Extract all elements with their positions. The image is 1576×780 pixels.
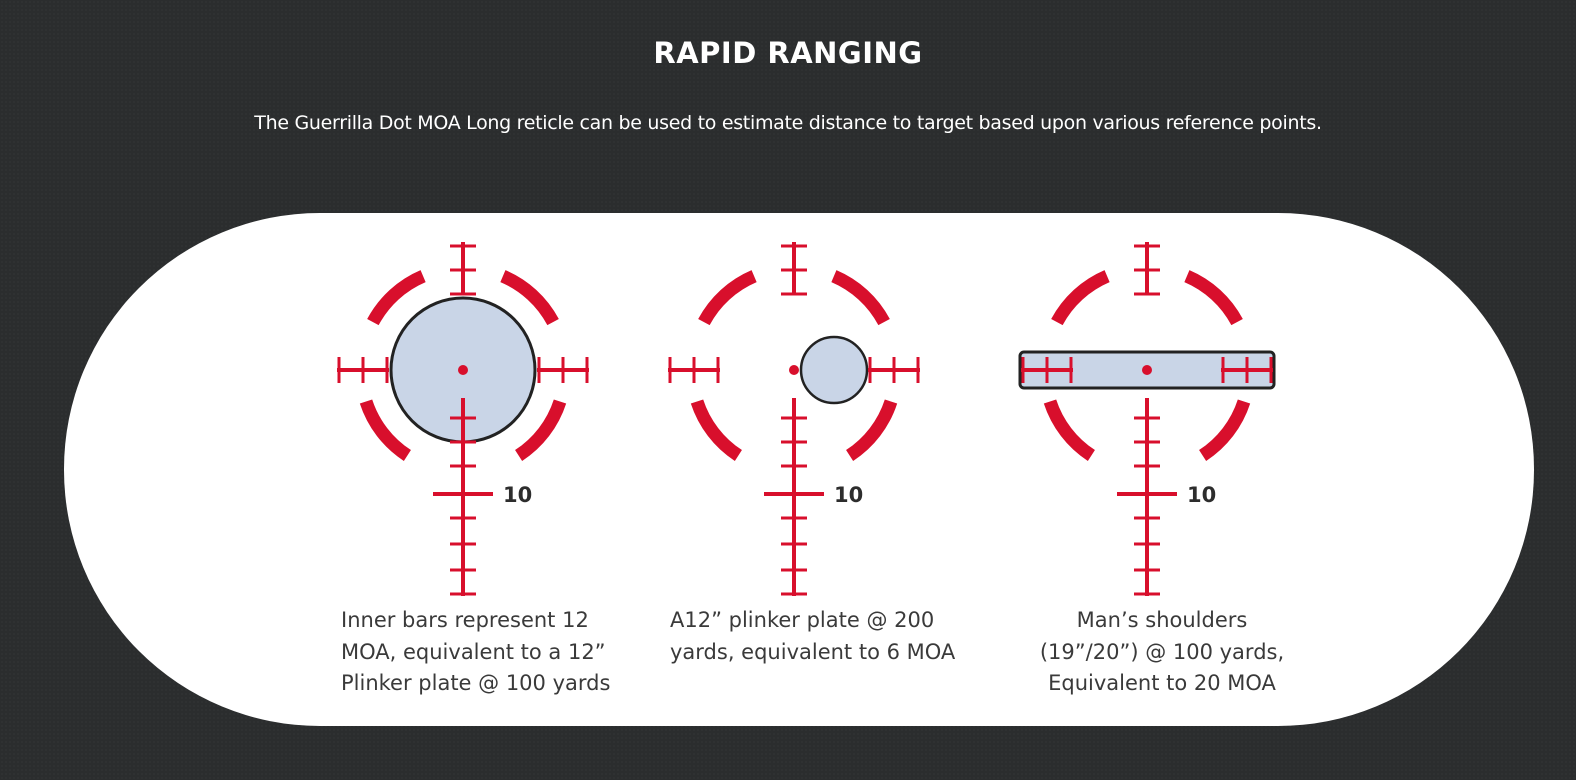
caption-line: (19”/20”) @ 100 yards, bbox=[1039, 639, 1285, 664]
ring-segment-4 bbox=[690, 399, 743, 461]
ring-segment-2 bbox=[500, 270, 559, 326]
ring-segment-4 bbox=[1043, 399, 1096, 461]
ring-segment-1 bbox=[367, 270, 426, 326]
ring-segment-1 bbox=[1051, 270, 1110, 326]
reticle-1-marks bbox=[337, 242, 589, 596]
ring-segment-1 bbox=[698, 270, 757, 326]
center-dot bbox=[458, 365, 468, 375]
caption-line: yards, equivalent to 6 MOA bbox=[670, 639, 956, 664]
reticle-2-marks bbox=[668, 242, 920, 596]
center-dot bbox=[1142, 365, 1152, 375]
ring-segment-4 bbox=[359, 399, 412, 461]
ring-segment-3 bbox=[845, 399, 898, 461]
reticle-3-caption: Man’s shoulders (19”/20”) @ 100 yards, E… bbox=[1012, 605, 1312, 700]
caption-line: Man’s shoulders bbox=[1076, 608, 1248, 632]
page-subtitle: The Guerrilla Dot MOA Long reticle can b… bbox=[254, 112, 1322, 134]
center-dot bbox=[789, 365, 799, 375]
page-title: RAPID RANGING bbox=[653, 36, 923, 70]
reticle-1-caption: Inner bars represent 12 MOA, equivalent … bbox=[341, 605, 610, 700]
ring-segment-3 bbox=[514, 399, 567, 461]
ring-segment-3 bbox=[1198, 399, 1251, 461]
caption-line: Equivalent to 20 MOA bbox=[1048, 671, 1276, 695]
reticle-diagram-2: 10 bbox=[668, 242, 920, 596]
reticle-3-stadia-label: 10 bbox=[1187, 483, 1216, 507]
caption-line: MOA, equivalent to a 12” bbox=[341, 639, 606, 664]
caption-line: A12” plinker plate @ 200 bbox=[670, 608, 935, 632]
target-plate bbox=[799, 335, 869, 405]
reticle-1-stadia-label: 10 bbox=[503, 483, 532, 507]
reticle-2-caption: A12” plinker plate @ 200 yards, equivale… bbox=[670, 605, 955, 668]
ring-segment-2 bbox=[831, 270, 890, 326]
caption-line: Plinker plate @ 100 yards bbox=[341, 671, 611, 695]
reticle-2-stadia-label: 10 bbox=[834, 483, 863, 507]
reticle-diagram-1: 10 bbox=[337, 242, 589, 596]
reticle-3-marks bbox=[1018, 242, 1276, 596]
ring-segment-2 bbox=[1184, 270, 1243, 326]
caption-line: Inner bars represent 12 bbox=[341, 608, 589, 632]
reticle-diagram-3: 10 bbox=[1018, 242, 1276, 596]
reticle-panel bbox=[64, 213, 1534, 726]
